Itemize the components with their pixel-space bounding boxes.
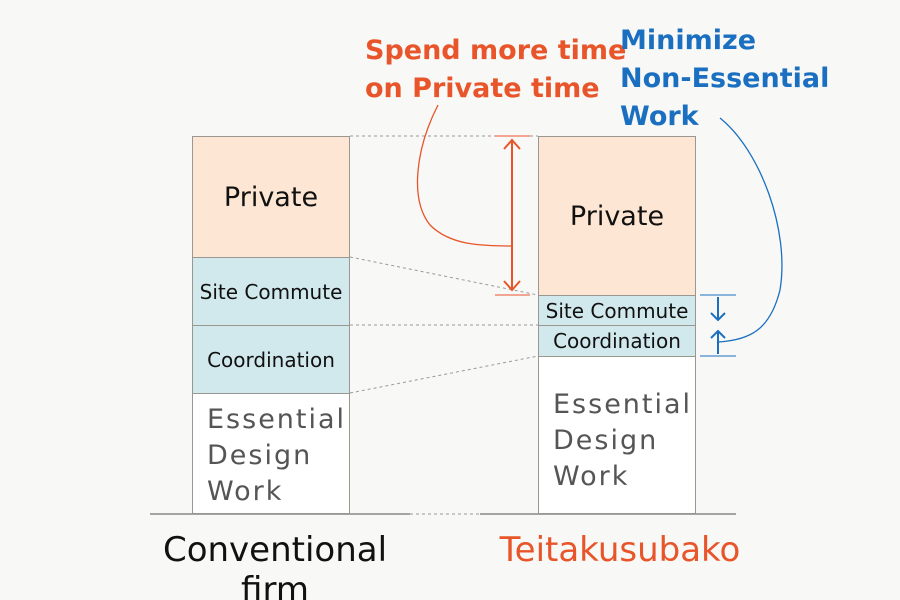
dashed-guide-private: [349, 256, 539, 296]
teitakusubako-private-segment: Private: [538, 136, 696, 296]
design-word: Design: [553, 425, 659, 456]
conventional-firm-label: Conventional firm: [162, 530, 388, 600]
essential-word: Essential: [207, 404, 347, 435]
conventional-site-commute-segment: Site Commute: [192, 257, 350, 326]
dashed-guide-coordination: [349, 355, 539, 394]
teitakusubako-label: Teitakusubako: [499, 530, 741, 570]
teitakusubako-coordination-segment: Coordination: [538, 325, 696, 357]
overhead-reduction-arrows: [700, 117, 783, 357]
work-word: Work: [553, 461, 630, 492]
annotation-line: Work: [620, 101, 699, 132]
annotation-line: on Private time: [365, 73, 600, 104]
minimize-annotation: Minimize Non-Essential Work: [620, 22, 829, 136]
annotation-line: Non-Essential: [620, 63, 830, 94]
work-word: Work: [207, 476, 284, 507]
conventional-private-segment: Private: [192, 136, 350, 258]
annotation-line: Minimize: [620, 25, 757, 56]
design-word: Design: [207, 440, 313, 471]
teitakusubako-essential-segment: Essential Design Work: [538, 356, 696, 514]
conventional-essential-segment: Essential Design Work: [192, 393, 350, 514]
conventional-coordination-segment: Coordination: [192, 325, 350, 394]
private-time-annotation: Spend more time on Private time: [365, 32, 626, 108]
essential-word: Essential: [553, 389, 693, 420]
annotation-line: Spend more time: [365, 35, 627, 66]
teitakusubako-site-commute-segment: Site Commute: [538, 295, 696, 326]
private-increase-arrow: [416, 104, 530, 296]
